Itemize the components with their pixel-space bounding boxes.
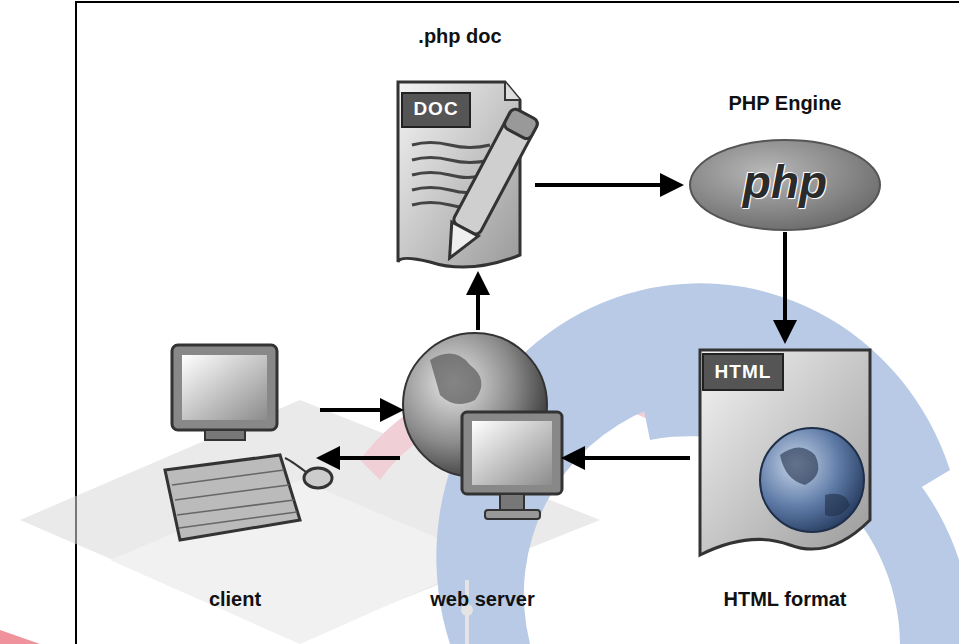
client-computer (165, 345, 332, 540)
node-label: client (150, 588, 320, 611)
flow-arrow (476, 275, 480, 330)
document-icon (398, 82, 539, 267)
client-node: client (150, 340, 320, 620)
flow-arrow (783, 232, 787, 340)
flow-arrow (320, 456, 400, 460)
html-document-icon (700, 350, 870, 555)
node-label: .php doc (385, 25, 535, 48)
server-node: web server (400, 330, 565, 620)
node-label: HTML format (690, 588, 880, 611)
flow-arrow (320, 408, 400, 412)
frame (76, 2, 959, 644)
flow-arrow (535, 183, 680, 187)
web-server-icon (403, 333, 562, 519)
icon-label: DOC (402, 98, 470, 120)
flow-arrow (565, 456, 690, 460)
engine-logo-text: php (680, 155, 890, 209)
watermark-logo (0, 283, 959, 644)
node-label: PHP Engine (680, 92, 890, 115)
document-node: .php docDOC (385, 25, 535, 275)
icon-label: HTML (703, 361, 783, 383)
node-label: web server (400, 588, 565, 611)
engine-node: PHP Engine php (680, 92, 890, 232)
html-node: HTML HTML format (690, 340, 880, 620)
